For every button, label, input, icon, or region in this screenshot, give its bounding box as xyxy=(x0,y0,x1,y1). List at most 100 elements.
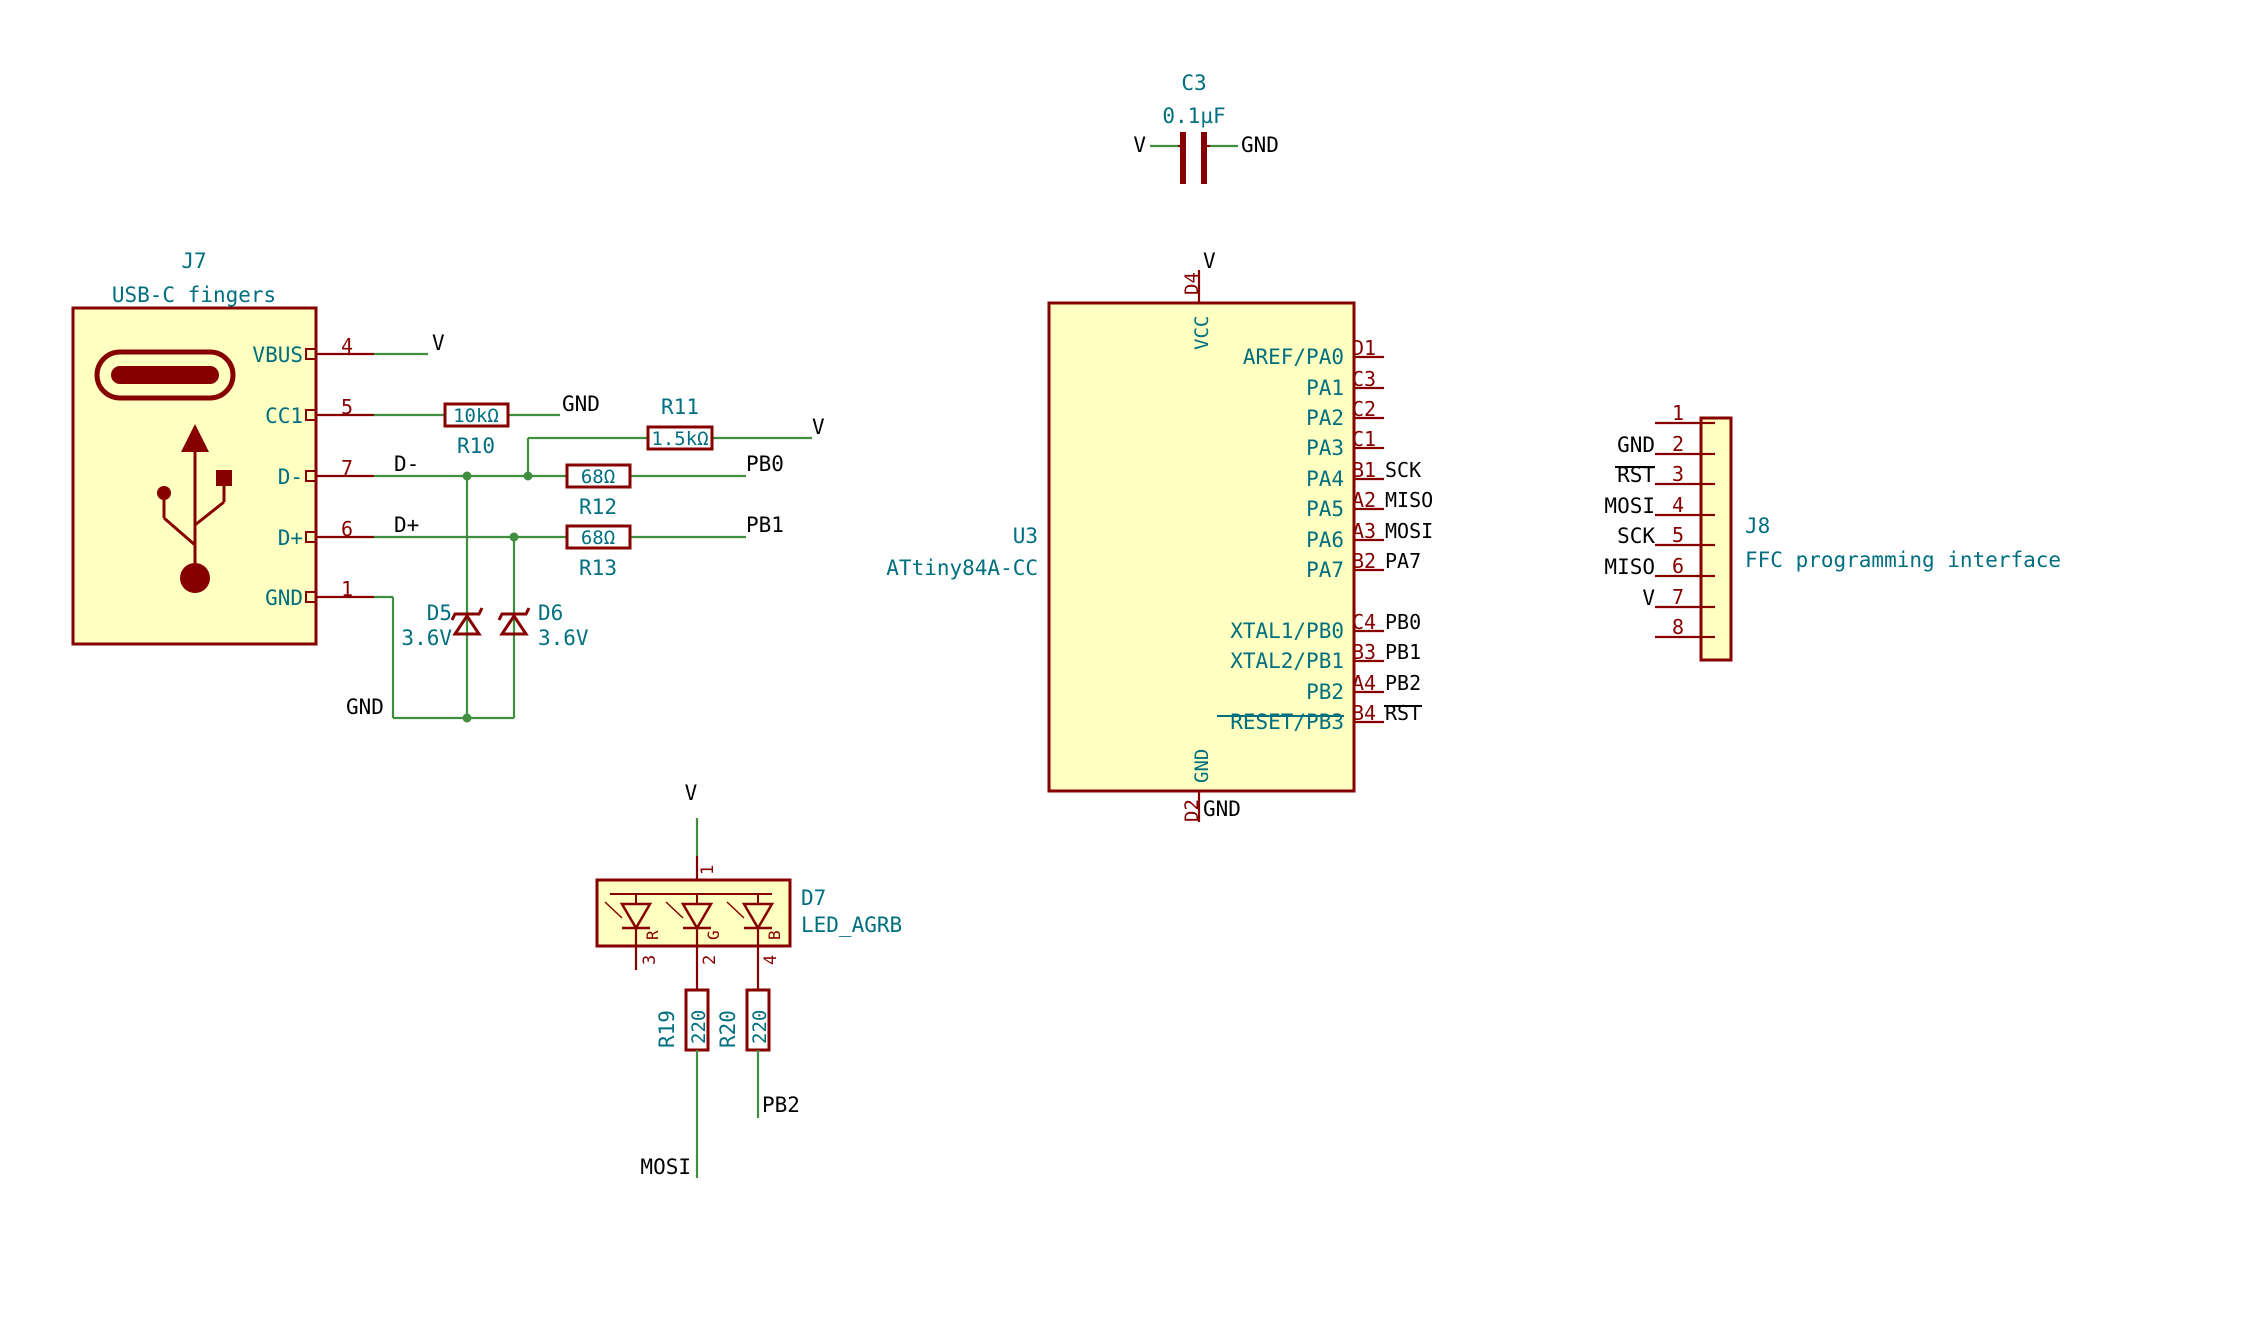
d5-ref: D5 xyxy=(427,601,452,625)
led-die-red: R xyxy=(604,901,662,940)
u3-pin-net-label: PB0 xyxy=(1385,610,1421,634)
resistor-r12[interactable]: 68Ω R12 xyxy=(565,463,632,519)
j7-pin-num-1: 1 xyxy=(341,577,353,601)
net-label-mosi: MOSI xyxy=(640,1155,691,1179)
j8-pin-num: 5 xyxy=(1672,523,1684,547)
d6-value: 3.6V xyxy=(538,626,589,650)
u3-pin-num: A3 xyxy=(1352,519,1376,543)
u3-pin-name: PA2 xyxy=(1306,406,1344,430)
d7-ref: D7 xyxy=(801,886,826,910)
u3-pin-c2[interactable]: PA2 C2 xyxy=(1306,397,1384,430)
zener-diode-d5[interactable]: D5 3.6V xyxy=(401,601,484,650)
u3-pin-d1[interactable]: AREF/PA0 D1 xyxy=(1243,336,1384,369)
r13-ref: R13 xyxy=(579,556,617,580)
j7-pin-cc1[interactable]: CC1 5 xyxy=(265,395,374,428)
j8-pin-net-label: V xyxy=(1642,586,1655,610)
j7-pin-name-dminus: D- xyxy=(278,465,303,489)
j8-pin-2[interactable]: 2 GND xyxy=(1617,432,1715,457)
j8-pin-num: 2 xyxy=(1672,432,1684,456)
u3-ref: U3 xyxy=(1013,524,1038,548)
u3-pin-num: C2 xyxy=(1352,397,1376,421)
c3-ref: C3 xyxy=(1181,71,1206,95)
u3-value: ATtiny84A-CC xyxy=(886,556,1038,580)
j7-pin-name-cc1: CC1 xyxy=(265,404,303,428)
capacitor-c3[interactable]: C3 0.1µF V GND xyxy=(1133,71,1279,184)
d7-pin-num-1: 1 xyxy=(698,865,718,875)
r20-value: 220 xyxy=(749,1010,771,1044)
led-letter-b: B xyxy=(765,930,784,940)
j7-value: USB-C fingers xyxy=(112,283,276,307)
u3-pin-num: C1 xyxy=(1352,427,1376,451)
led-letter-r: R xyxy=(643,930,662,940)
j8-pin-1[interactable]: 1 xyxy=(1655,401,1715,425)
net-label-v-vbus: V xyxy=(432,331,445,355)
u3-pin-name: PA6 xyxy=(1306,528,1344,552)
j8-pin-8[interactable]: 8 xyxy=(1655,615,1715,639)
u3-pin-a3[interactable]: PA6 A3 MOSI xyxy=(1306,519,1433,552)
j7-pin-dplus[interactable]: D+ 6 xyxy=(278,517,374,550)
u3-pin-num-d2: D2 xyxy=(1181,799,1203,822)
u3-net-gnd: GND xyxy=(1203,797,1241,821)
resistor-r10[interactable]: 10kΩ R10 xyxy=(443,402,510,458)
j7-ref: J7 xyxy=(181,249,206,273)
usb-trident-icon xyxy=(157,424,232,593)
u3-pin-net-label: RST xyxy=(1385,701,1421,725)
j8-body xyxy=(1699,416,1733,662)
j8-pin-num: 8 xyxy=(1672,615,1684,639)
u3-net-v: V xyxy=(1203,249,1216,273)
j8-value: FFC programming interface xyxy=(1745,548,2061,572)
r19-value: 220 xyxy=(688,1010,710,1044)
j7-pin-dminus[interactable]: D- 7 xyxy=(278,456,374,489)
net-label-pb2: PB2 xyxy=(762,1093,800,1117)
u3-pin-name: AREF/PA0 xyxy=(1243,345,1344,369)
j8-pin-net-label: MISO xyxy=(1604,555,1655,579)
u3-pin-num: D1 xyxy=(1352,336,1376,360)
r19-ref: R19 xyxy=(655,1010,679,1048)
j8-pin-net-label: GND xyxy=(1617,433,1655,457)
d5-value: 3.6V xyxy=(401,626,452,650)
u3-pin-net-label: PB1 xyxy=(1385,640,1421,664)
c3-net-v: V xyxy=(1133,133,1146,157)
u3-attiny84a[interactable]: U3 ATtiny84A-CC D4 VCC V D2 GND GND AREF… xyxy=(886,249,1433,822)
zener-diode-d6[interactable]: D6 3.6V xyxy=(497,601,589,650)
resistor-r19[interactable]: 220 R19 MOSI xyxy=(640,988,710,1179)
r12-value: 68Ω xyxy=(581,466,615,488)
d7-value: LED_AGRB xyxy=(801,913,902,937)
u3-pin-net-label: SCK xyxy=(1385,458,1421,482)
j8-pin-7[interactable]: 7V xyxy=(1642,585,1715,610)
d7-pin-num-2: 2 xyxy=(700,955,720,965)
led-d7-agrb[interactable]: V 1 R G B 3 2 4 D7 xyxy=(595,781,902,990)
j8-pin-num: 1 xyxy=(1672,401,1684,425)
u3-pin-net-label: MOSI xyxy=(1385,519,1433,543)
resistor-r20[interactable]: 220 R20 PB2 xyxy=(716,988,800,1118)
net-label-dminus: D- xyxy=(394,452,419,476)
r11-ref: R11 xyxy=(661,395,699,419)
u3-pin-num: A4 xyxy=(1352,671,1376,695)
j7-usb-c-connector[interactable]: J7 USB-C fingers VBUS 4 CC1 xyxy=(71,249,374,646)
u3-pin-name-vcc: VCC xyxy=(1191,316,1213,350)
j7-pin-vbus[interactable]: VBUS 4 xyxy=(252,334,374,367)
resistor-r13[interactable]: 68Ω R13 xyxy=(565,524,632,580)
d6-ref: D6 xyxy=(538,601,563,625)
net-label-pb1: PB1 xyxy=(746,513,784,537)
u3-pin-name: PA5 xyxy=(1306,497,1344,521)
d7-pin-num-3: 3 xyxy=(640,955,660,965)
j7-pin-gnd[interactable]: GND 1 xyxy=(265,577,374,610)
resistor-r11[interactable]: R11 1.5kΩ xyxy=(646,395,714,451)
usb-wires xyxy=(374,352,812,723)
c3-value: 0.1µF xyxy=(1162,104,1225,128)
